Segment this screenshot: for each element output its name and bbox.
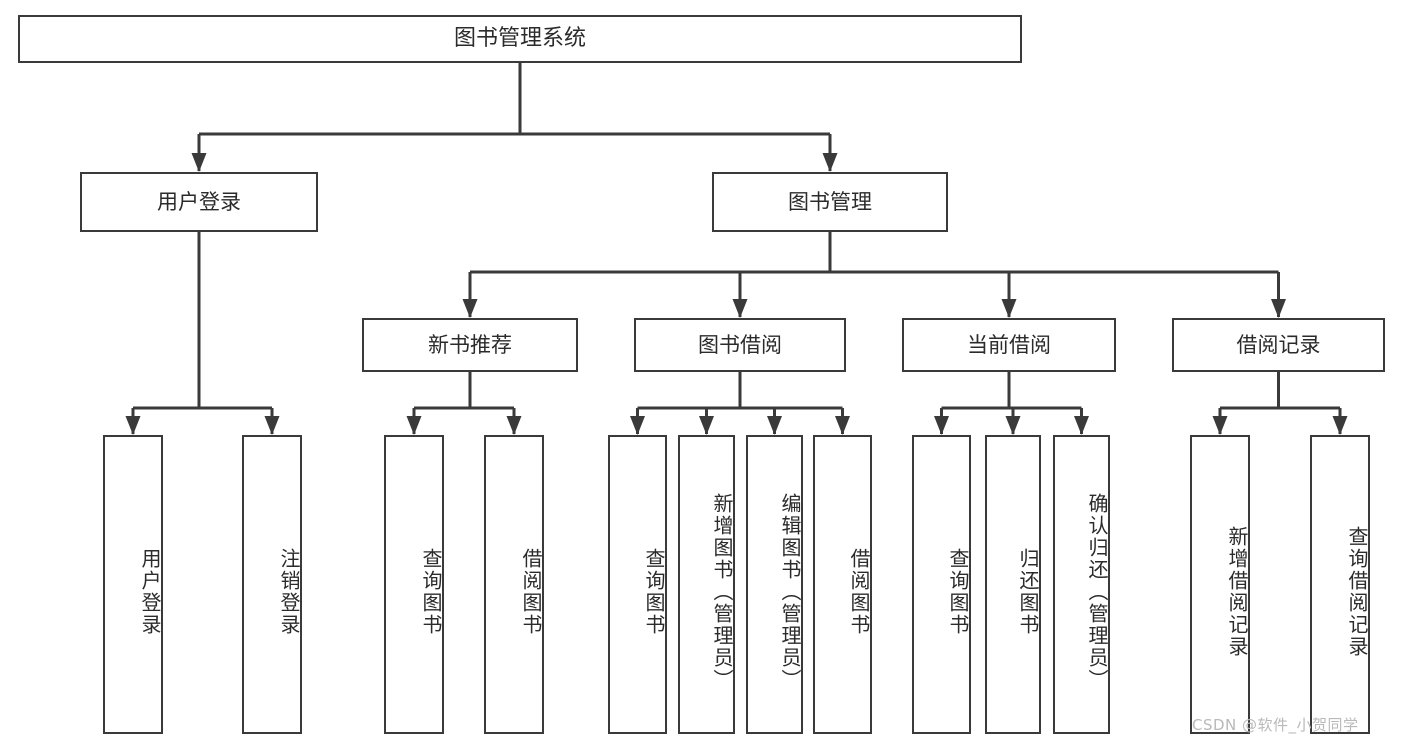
node-leaf_9[interactable]: 归还图书 xyxy=(985,435,1041,734)
csdn-watermark: CSDN @软件_小贺同学 xyxy=(1192,716,1359,734)
node-label: 归还图书 xyxy=(1016,547,1040,636)
arrow-head-leaf_6 xyxy=(767,416,782,435)
node-label: 查询借阅记录 xyxy=(1345,525,1369,658)
node-leaf_7[interactable]: 借阅图书 xyxy=(813,435,872,734)
node-label: 注销登录 xyxy=(277,547,301,636)
node-label: 用户登录 xyxy=(138,547,162,636)
node-leaf_10[interactable]: 确认归还（管理员） xyxy=(1053,435,1110,734)
arrow-head-leaf_1 xyxy=(264,416,280,435)
node-label: 编辑图书（管理员） xyxy=(778,492,802,691)
arrow-head-leaf_3 xyxy=(506,416,522,435)
node-label: 新增图书（管理员） xyxy=(710,492,734,691)
node-l2_1[interactable]: 图书管理 xyxy=(712,172,948,232)
arrow-head-l3_0 xyxy=(462,299,478,318)
node-leaf_12[interactable]: 查询借阅记录 xyxy=(1310,435,1370,734)
node-l3_3[interactable]: 借阅记录 xyxy=(1172,318,1385,372)
node-l3_0[interactable]: 新书推荐 xyxy=(362,318,578,372)
arrow-head-l3_1 xyxy=(732,299,748,318)
node-l3_1[interactable]: 图书借阅 xyxy=(634,318,846,372)
arrow-head-l3_2 xyxy=(1001,299,1017,318)
node-label: 用户登录 xyxy=(157,189,241,214)
node-label: 新书推荐 xyxy=(428,332,512,357)
node-label: 当前借阅 xyxy=(967,332,1051,357)
node-leaf_5[interactable]: 新增图书（管理员） xyxy=(678,435,735,734)
node-label: 确认归还（管理员） xyxy=(1085,492,1109,691)
node-leaf_4[interactable]: 查询图书 xyxy=(608,435,667,734)
node-label: 查询图书 xyxy=(642,547,666,636)
arrow-head-leaf_9 xyxy=(1005,416,1021,435)
node-label: 图书管理系统 xyxy=(453,26,586,52)
node-label: 借阅记录 xyxy=(1236,332,1321,357)
arrow-head-l3_3 xyxy=(1271,299,1286,318)
node-label: 新增借阅记录 xyxy=(1225,525,1249,658)
node-leaf_3[interactable]: 借阅图书 xyxy=(484,435,544,734)
node-leaf_1[interactable]: 注销登录 xyxy=(242,435,302,734)
arrow-head-leaf_10 xyxy=(1074,416,1089,435)
node-label: 查询图书 xyxy=(419,547,443,636)
node-leaf_2[interactable]: 查询图书 xyxy=(384,435,444,734)
arrow-head-leaf_5 xyxy=(699,416,714,435)
arrow-head-leaf_7 xyxy=(835,416,850,435)
arrow-head-leaf_11 xyxy=(1212,416,1228,435)
node-label: 借阅图书 xyxy=(847,547,871,636)
node-label: 查询图书 xyxy=(946,547,970,636)
node-label: 图书管理 xyxy=(788,189,872,214)
node-root[interactable]: 图书管理系统 xyxy=(18,15,1022,63)
node-leaf_6[interactable]: 编辑图书（管理员） xyxy=(746,435,803,734)
arrow-head-leaf_8 xyxy=(934,416,949,435)
node-leaf_8[interactable]: 查询图书 xyxy=(912,435,971,734)
node-label: 借阅图书 xyxy=(519,547,543,636)
node-leaf_11[interactable]: 新增借阅记录 xyxy=(1190,435,1250,734)
arrow-head-l2_1 xyxy=(822,153,838,172)
node-l2_0[interactable]: 用户登录 xyxy=(80,172,318,232)
node-leaf_0[interactable]: 用户登录 xyxy=(103,435,163,734)
node-l3_2[interactable]: 当前借阅 xyxy=(902,318,1116,372)
arrow-head-l2_0 xyxy=(191,153,207,172)
arrow-head-leaf_12 xyxy=(1332,416,1348,435)
arrow-head-leaf_0 xyxy=(125,416,141,435)
node-label: 图书借阅 xyxy=(698,332,782,357)
arrow-head-leaf_4 xyxy=(630,416,645,435)
arrow-head-leaf_2 xyxy=(406,416,422,435)
